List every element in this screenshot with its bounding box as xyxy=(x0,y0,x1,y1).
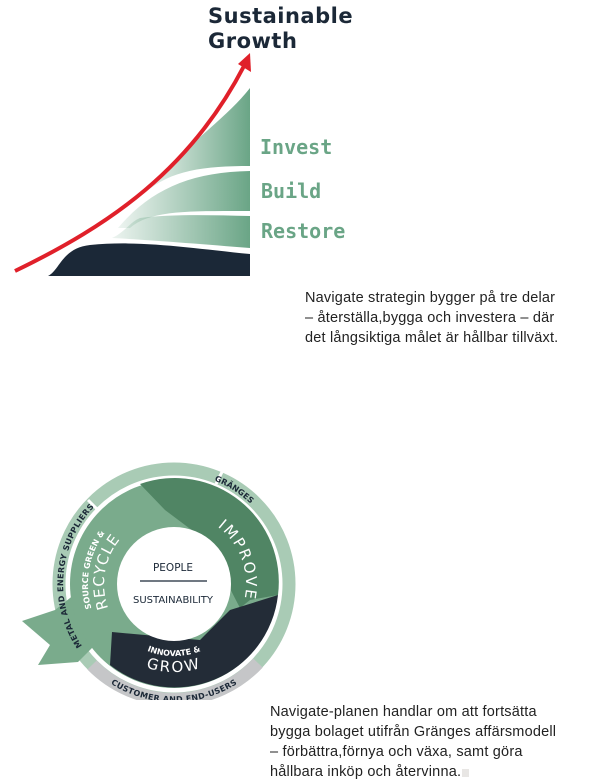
diagram-title-line2: Growth xyxy=(208,29,297,53)
strategy-description: Navigate strategin bygger på tre delar –… xyxy=(305,290,559,346)
sustainable-growth-diagram: Sustainable Growth Invest Build Restore xyxy=(14,4,353,276)
segment-grow-label: GROW xyxy=(145,654,201,676)
svg-text:GROW: GROW xyxy=(145,654,203,676)
ring-customers xyxy=(87,658,263,700)
plan-text: Navigate-planen handlar om att fortsätta… xyxy=(270,704,557,780)
center-people: PEOPLE xyxy=(153,562,193,574)
base-layer xyxy=(48,243,250,276)
level-invest: Invest xyxy=(260,135,332,159)
build-layer xyxy=(118,171,250,228)
segment-grow-small: INNOVATE & xyxy=(146,644,201,658)
svg-text:INNOVATE &: INNOVATE & xyxy=(146,644,201,658)
diagram-title-line1: Sustainable xyxy=(208,4,353,28)
growth-arrow xyxy=(14,65,246,273)
text-end-marker xyxy=(462,769,470,777)
segment-grow xyxy=(110,595,278,688)
plan-description: Navigate-planen handlar om att fortsätta… xyxy=(270,702,556,782)
level-build: Build xyxy=(261,179,321,203)
restore-layer xyxy=(112,215,250,248)
level-restore: Restore xyxy=(261,219,345,243)
arrow-head-icon xyxy=(238,53,251,72)
business-model-diagram: PEOPLE SUSTAINABILITY SOURCE GREEN & REC… xyxy=(22,462,296,700)
center-sustainability: SUSTAINABILITY xyxy=(133,595,214,606)
